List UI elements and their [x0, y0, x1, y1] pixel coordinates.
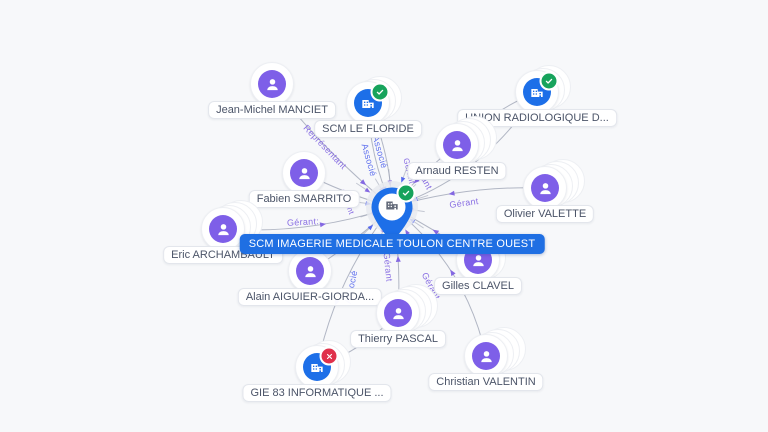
close-icon — [326, 353, 332, 359]
edge-arrowhead-icon — [401, 176, 406, 183]
check-icon — [545, 78, 553, 84]
person-icon — [217, 223, 229, 235]
node-label[interactable]: Christian VALENTIN — [428, 373, 544, 391]
edge-stub — [412, 220, 424, 229]
building-icon — [311, 364, 323, 372]
status-badge-active — [370, 82, 390, 102]
node-label[interactable]: UNION RADIOLOGIQUE D... — [457, 109, 617, 127]
building-icon — [386, 201, 398, 210]
person-icon — [298, 167, 310, 179]
node-circle[interactable] — [435, 123, 479, 167]
person-avatar[interactable] — [209, 215, 237, 243]
edge-arrowhead-icon — [405, 229, 410, 236]
check-icon — [402, 190, 410, 196]
edge-arrowhead-icon — [367, 224, 374, 231]
person-avatar[interactable] — [290, 159, 318, 187]
person-avatar[interactable] — [472, 342, 500, 370]
status-badge-active — [539, 71, 559, 91]
edge-arrowhead-icon — [413, 177, 420, 184]
node-label[interactable]: SCM LE FLORIDE — [314, 120, 422, 138]
node-label[interactable]: Alain AIGUIER-GIORDA... — [237, 288, 383, 306]
person-icon — [539, 182, 551, 194]
edge-arrowhead-icon — [395, 255, 401, 262]
node-label[interactable]: Thierry PASCAL — [350, 330, 446, 348]
person-icon — [451, 139, 463, 151]
node-label[interactable]: Jean-Michel MANCIET — [208, 101, 336, 119]
person-icon — [304, 265, 316, 277]
building-icon — [531, 89, 543, 97]
node-label[interactable]: GIE 83 INFORMATIQUE ... — [242, 384, 392, 402]
person-icon — [472, 254, 484, 266]
person-avatar[interactable] — [384, 299, 412, 327]
building-icon — [362, 100, 374, 108]
person-icon — [266, 78, 278, 90]
edge-arrowhead-icon — [359, 179, 367, 186]
person-avatar[interactable] — [296, 257, 324, 285]
node-label[interactable]: Fabien SMARRITO — [248, 190, 360, 208]
edge-arrowhead-icon — [432, 229, 440, 235]
edge-stub — [355, 182, 368, 191]
building-icon-wrap — [384, 197, 400, 218]
person-avatar[interactable] — [443, 131, 471, 159]
node-label[interactable]: Arnaud RESTEN — [407, 162, 507, 180]
edge-arrowhead-icon — [448, 190, 455, 196]
edge-stub — [415, 194, 429, 200]
node-label[interactable]: Olivier VALETTE — [495, 205, 595, 223]
central-company-label[interactable]: SCM IMAGERIE MEDICALE TOULON CENTRE OUES… — [239, 234, 545, 254]
edge-arrowhead-icon — [319, 222, 327, 228]
person-avatar[interactable] — [531, 174, 559, 202]
edge-stub — [388, 169, 391, 183]
status-badge-active — [396, 183, 416, 203]
person-icon — [392, 307, 404, 319]
person-icon — [480, 350, 492, 362]
node-label[interactable]: Gilles CLAVEL — [434, 277, 522, 295]
edge-arrowhead-icon — [364, 187, 371, 193]
status-badge-closed — [319, 346, 339, 366]
edge-arrowhead-icon — [450, 269, 456, 277]
person-avatar[interactable] — [258, 70, 286, 98]
check-icon — [376, 89, 384, 95]
edge-stub — [402, 166, 408, 180]
